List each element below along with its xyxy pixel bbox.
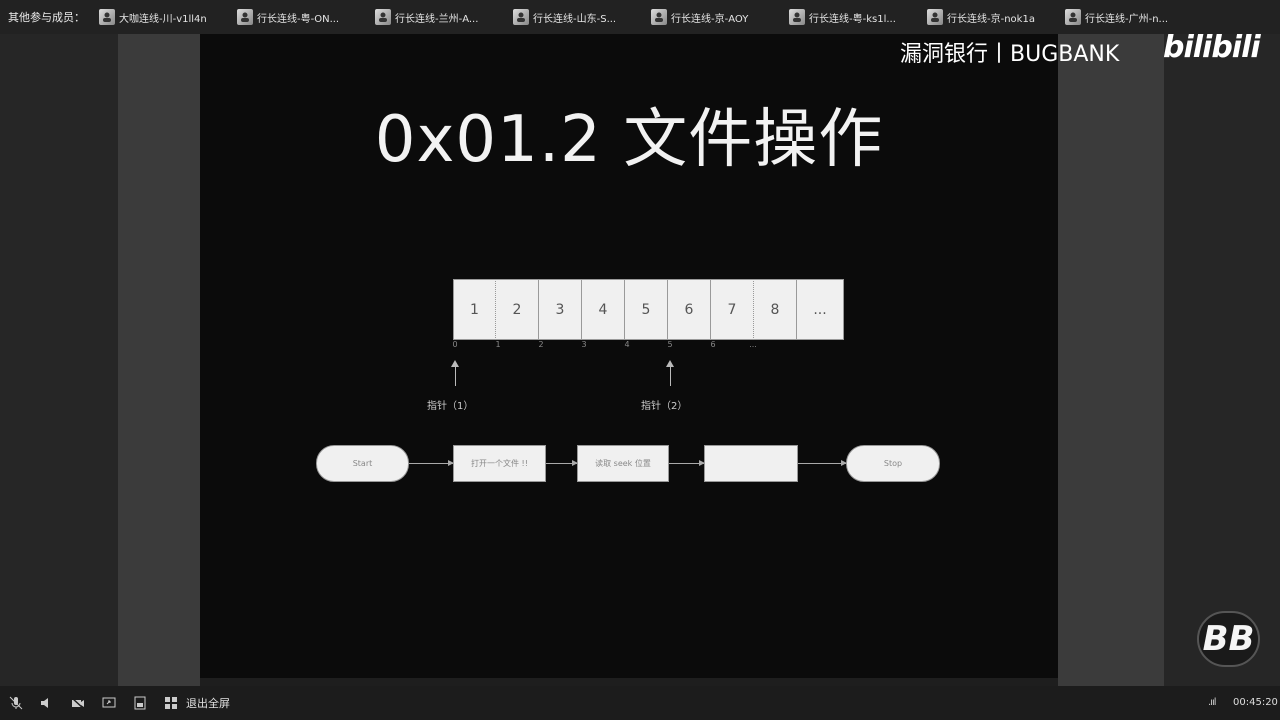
avatar-icon <box>651 9 667 25</box>
pointer1-label: 指针（1） <box>427 401 474 412</box>
offset-label: 4 <box>624 340 630 349</box>
flow-arrow-icon <box>409 460 454 466</box>
slide-title: 0x01.2 文件操作 <box>374 103 884 177</box>
byte-cell: 5 <box>625 279 668 340</box>
flow-seek: 读取 seek 位置 <box>577 445 669 482</box>
participant-item[interactable]: 大咖连线-川-v1ll4n <box>99 9 227 25</box>
offset-label: 0 <box>452 340 458 349</box>
bugbank-watermark: 漏洞银行丨BUGBANK <box>900 42 1120 67</box>
pointer2-label: 指针（2） <box>641 401 688 412</box>
meeting-toolbar: 退出全屏 <box>0 686 1280 720</box>
mic-off-icon[interactable] <box>8 695 24 711</box>
avatar-icon <box>789 9 805 25</box>
participant-name: 行长连线-京-AOY <box>671 13 749 25</box>
camera-off-icon[interactable] <box>70 695 86 711</box>
meeting-timer: 00:45:20 <box>1233 697 1278 708</box>
flow-start: Start <box>316 445 409 482</box>
byte-cell: ... <box>797 279 844 340</box>
participant-item[interactable]: 行长连线-京-AOY <box>651 9 779 25</box>
pointer2-arrow-icon <box>666 360 674 386</box>
avatar-icon <box>375 9 391 25</box>
record-icon[interactable] <box>132 695 148 711</box>
offset-label: 5 <box>667 340 673 349</box>
avatar-icon <box>99 9 115 25</box>
byte-cell: 8 <box>754 279 797 340</box>
participant-bar: 其他参与成员： 大咖连线-川-v1ll4n 行长连线-粤-ON... 行长连线-… <box>0 0 1280 34</box>
participant-item[interactable]: 行长连线-山东-S... <box>513 9 641 25</box>
participant-name: 行长连线-山东-S... <box>533 13 617 25</box>
byte-array: 1 2 3 4 5 6 7 8 ... <box>453 279 844 340</box>
participant-name: 行长连线-广州-n... <box>1085 13 1169 25</box>
bb-logo: BB <box>1197 611 1260 667</box>
exit-fullscreen-button[interactable]: 退出全屏 <box>186 697 230 710</box>
flow-arrow-icon <box>669 460 705 466</box>
avatar-icon <box>927 9 943 25</box>
byte-cell: 6 <box>668 279 711 340</box>
offset-label: 3 <box>581 340 587 349</box>
byte-cell: 1 <box>453 279 496 340</box>
flow-arrow-icon <box>546 460 578 466</box>
participant-item[interactable]: 行长连线-广州-n... <box>1065 9 1193 25</box>
offset-label: 2 <box>538 340 544 349</box>
participant-item[interactable]: 行长连线-粤-ON... <box>237 9 365 25</box>
avatar-icon <box>237 9 253 25</box>
participant-name: 行长连线-兰州-A... <box>395 13 479 25</box>
byte-cell: 2 <box>496 279 539 340</box>
participant-item[interactable]: 行长连线-兰州-A... <box>375 9 503 25</box>
offset-label: 1 <box>495 340 501 349</box>
offset-label: ... <box>749 340 757 349</box>
left-gutter <box>0 34 118 686</box>
byte-cell: 7 <box>711 279 754 340</box>
participant-name: 行长连线-粤-ks1l... <box>809 13 896 25</box>
shared-slide: 0x01.2 文件操作 <box>200 34 1058 678</box>
participant-name: 大咖连线-川-v1ll4n <box>119 13 207 25</box>
byte-cell: 4 <box>582 279 625 340</box>
right-gutter <box>1164 34 1280 686</box>
share-screen-icon[interactable] <box>101 695 117 711</box>
left-panel <box>118 34 200 686</box>
avatar-icon <box>513 9 529 25</box>
bilibili-logo: bilibili <box>1163 30 1261 65</box>
flow-open-file: 打开一个文件 !! <box>453 445 546 482</box>
speaker-icon[interactable] <box>39 695 55 711</box>
participant-item[interactable]: 行长连线-京-nok1a <box>927 9 1055 25</box>
flow-arrow-icon <box>798 460 847 466</box>
flow-stop: Stop <box>846 445 940 482</box>
participant-name: 行长连线-粤-ON... <box>257 13 340 25</box>
fullscreen-exit-icon[interactable] <box>163 695 179 711</box>
avatar-icon <box>1065 9 1081 25</box>
participant-item[interactable]: 行长连线-粤-ks1l... <box>789 9 917 25</box>
participant-name: 行长连线-京-nok1a <box>947 13 1035 25</box>
pointer1-arrow-icon <box>451 360 459 386</box>
signal-strength-icon: .ııl <box>1208 697 1216 708</box>
participants-label: 其他参与成员： <box>8 11 85 24</box>
right-panel <box>1058 34 1164 686</box>
offset-label: 6 <box>710 340 716 349</box>
flow-blank-step <box>704 445 798 482</box>
byte-cell: 3 <box>539 279 582 340</box>
